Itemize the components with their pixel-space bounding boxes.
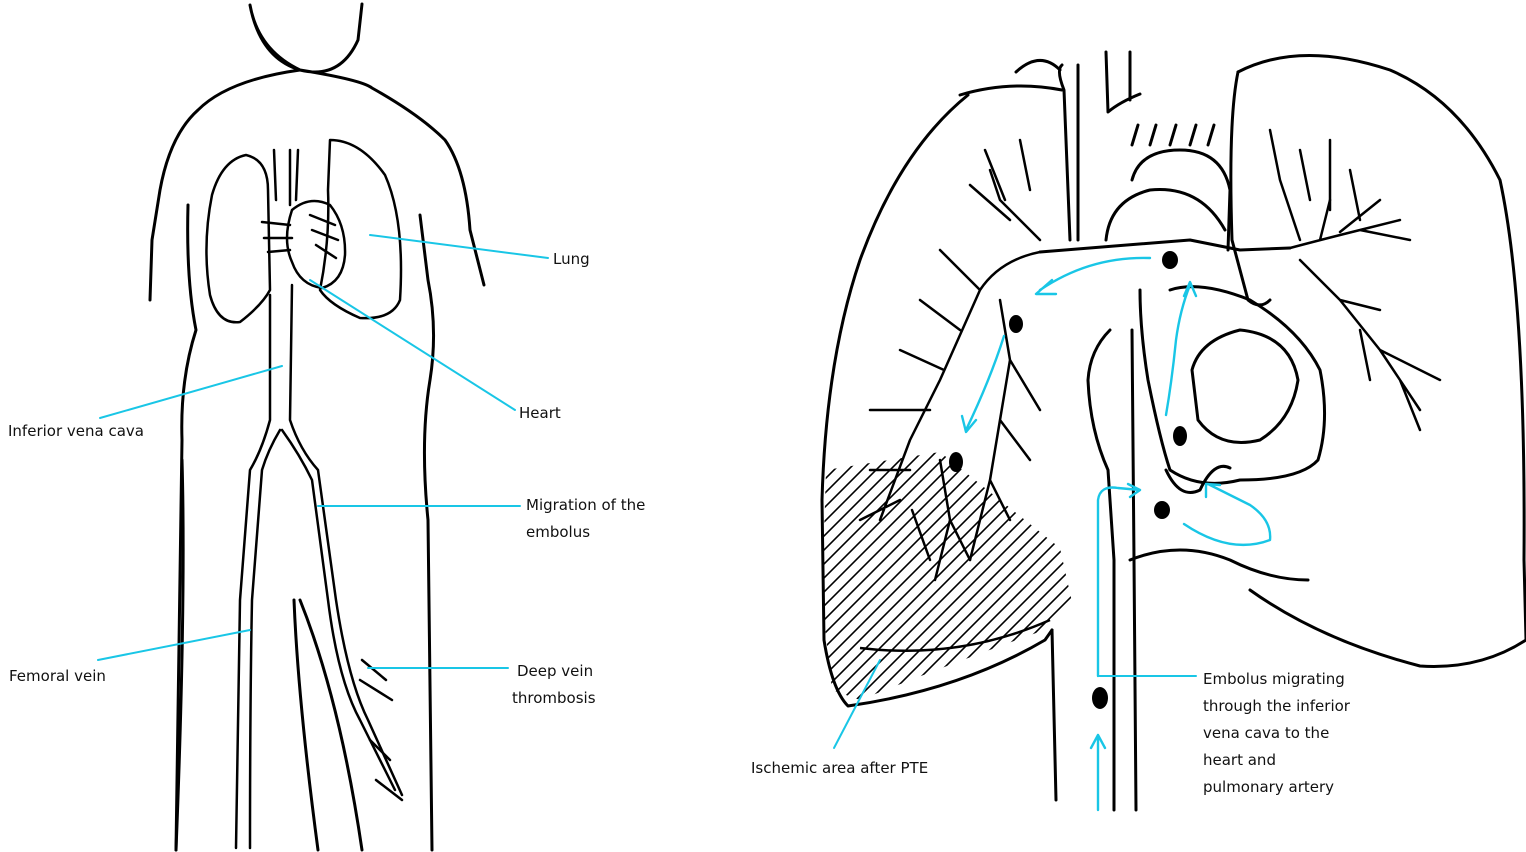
heart-inner (1190, 328, 1300, 444)
ischemic-leader (833, 659, 881, 749)
hatch-line (822, 452, 949, 700)
bronchi-left (260, 220, 294, 254)
aortic-arch-top (1130, 123, 1216, 147)
hatch-line (822, 452, 977, 700)
vena-cava-left-wall (234, 293, 272, 850)
left-lung-outline (1236, 54, 1526, 668)
svc-top (1014, 59, 1062, 74)
embolus-pa (1162, 251, 1178, 269)
emboli (949, 251, 1187, 709)
embolus-heart (1173, 426, 1187, 446)
femoral-inner-left (248, 428, 282, 850)
label-dvt-2: thrombosis (512, 689, 596, 707)
hatch-line (877, 452, 1072, 700)
right-lungs (820, 54, 1526, 708)
bronchial-tree-left (1268, 128, 1442, 432)
label-ischemic-area: Ischemic area after PTE (751, 759, 929, 777)
label-lung: Lung (553, 250, 590, 268)
lung-inner-left (1229, 70, 1272, 307)
lung-leader (369, 234, 549, 259)
body-outline (148, 2, 486, 302)
ivc-leader (99, 365, 283, 419)
ivc-right-wall-a (1086, 328, 1116, 812)
bronchi-right (308, 213, 340, 260)
flow-pa-left (1034, 256, 1152, 296)
hatch-line (822, 452, 879, 700)
aortic-arch (1130, 148, 1232, 252)
left-leg-outer (174, 458, 185, 852)
veins (234, 283, 404, 850)
svc (1057, 63, 1080, 242)
label-embolus-path-5: pulmonary artery (1203, 778, 1335, 796)
lungs-and-heart (205, 138, 403, 324)
left-leaders (97, 234, 549, 669)
hatch-line (822, 452, 963, 700)
great-vessels (1014, 50, 1326, 812)
hatch-line (822, 452, 851, 700)
label-inferior-vena-cava: Inferior vena cava (8, 422, 144, 440)
label-embolus-path-1: Embolus migrating (1203, 670, 1345, 688)
flow-ra-loop (1182, 482, 1272, 547)
heart-chamber-bottom (1164, 464, 1232, 494)
femoral-inner-right (280, 428, 397, 792)
hatch-line (822, 452, 991, 700)
right-lung-outline (820, 93, 1054, 708)
hatch-line (849, 452, 1072, 700)
vena-cava-right-wall (288, 283, 404, 797)
flow-ivc-up (1089, 733, 1107, 812)
embolus-ra (1154, 501, 1170, 519)
ivc-right-left-wall (1050, 628, 1058, 802)
hatch-line (822, 452, 935, 700)
label-heart: Heart (519, 404, 561, 422)
heart-shape (285, 199, 347, 290)
pulmonary-bar (1038, 238, 1292, 254)
left-arm-inner (174, 203, 198, 852)
pulmonary-trunk (1104, 188, 1227, 242)
label-embolus-path-2: through the inferior (1203, 697, 1350, 715)
label-femoral-vein: Femoral vein (9, 667, 106, 685)
hatch-line (822, 452, 907, 700)
hatch-line (822, 452, 837, 700)
ischemic-boundary (859, 618, 1051, 652)
lung-apex-left (958, 84, 1064, 97)
inner-leg (292, 598, 364, 852)
label-embolus-path-3: vena cava to the (1203, 724, 1330, 742)
femoral-leader (97, 629, 251, 661)
body-figure (148, 2, 486, 852)
heart-leader (309, 279, 516, 411)
flow-arrows (960, 256, 1272, 812)
hatch-line (822, 452, 1005, 700)
hatch-line (822, 452, 893, 700)
heart-outline-right (1138, 285, 1326, 485)
hatch-line (822, 452, 1019, 700)
hatch-line (863, 452, 1072, 700)
trachea (272, 148, 300, 207)
embolus-ivc (1092, 687, 1108, 709)
embolus-branch2 (949, 452, 963, 472)
ivc-right-wall-b (1130, 328, 1138, 812)
label-migration-1: Migration of the (526, 496, 646, 514)
right-leaders (833, 659, 1197, 749)
deep-vein-branch (358, 658, 404, 802)
right-arm-inner (418, 213, 436, 852)
flow-ivc-to-ra (1096, 482, 1142, 678)
label-migration-2: embolus (526, 523, 591, 541)
embolus-branch1 (1009, 315, 1023, 333)
label-embolus-path-4: heart and (1203, 751, 1276, 769)
trachea-right (1104, 50, 1142, 114)
label-dvt-1: Deep vein (517, 662, 594, 680)
left-lung (205, 153, 272, 324)
flow-down-branch (960, 334, 1006, 434)
flow-rv-up (1164, 280, 1198, 417)
heart-lower (1128, 548, 1310, 582)
right-lung (318, 138, 403, 320)
hatch-line (822, 452, 921, 700)
